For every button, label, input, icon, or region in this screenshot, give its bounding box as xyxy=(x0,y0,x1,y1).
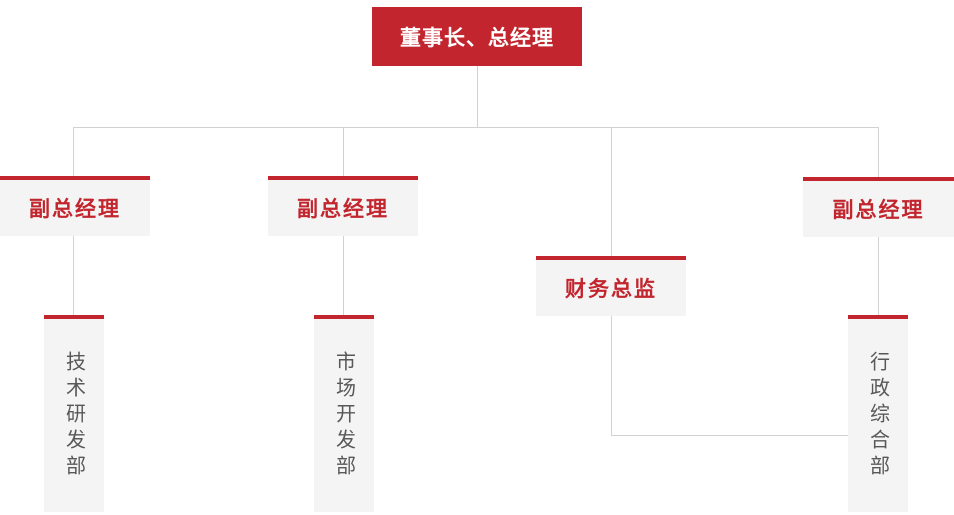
node-label: 董事长、总经理 xyxy=(400,26,554,50)
node-chairman-general-manager: 董事长、总经理 xyxy=(372,7,582,66)
node-label: 副总经理 xyxy=(297,198,389,221)
node-label: 副总经理 xyxy=(832,199,925,222)
node-market-development-department: 市场开发部 xyxy=(314,315,374,512)
connector-line xyxy=(611,316,612,435)
connector-line xyxy=(73,127,879,128)
node-finance-director: 财务总监 xyxy=(536,256,686,316)
connector-line xyxy=(477,66,478,127)
connector-line xyxy=(343,236,344,315)
node-label: 财务总监 xyxy=(565,278,657,301)
node-label: 市场开发部 xyxy=(332,350,355,481)
node-deputy-general-manager-1: 副总经理 xyxy=(0,176,150,236)
node-tech-rd-department: 技术研发部 xyxy=(44,315,104,512)
connector-line xyxy=(611,127,612,256)
connector-line xyxy=(611,435,848,436)
node-deputy-general-manager-3: 副总经理 xyxy=(803,177,954,237)
node-label: 副总经理 xyxy=(29,198,121,221)
connector-line xyxy=(343,127,344,176)
connector-line xyxy=(878,127,879,177)
node-deputy-general-manager-2: 副总经理 xyxy=(268,176,418,236)
node-label: 行政综合部 xyxy=(866,350,889,481)
connector-line xyxy=(878,237,879,315)
node-label: 技术研发部 xyxy=(62,350,85,481)
node-admin-general-department: 行政综合部 xyxy=(848,315,908,512)
connector-line xyxy=(73,236,74,315)
connector-line xyxy=(73,127,74,176)
